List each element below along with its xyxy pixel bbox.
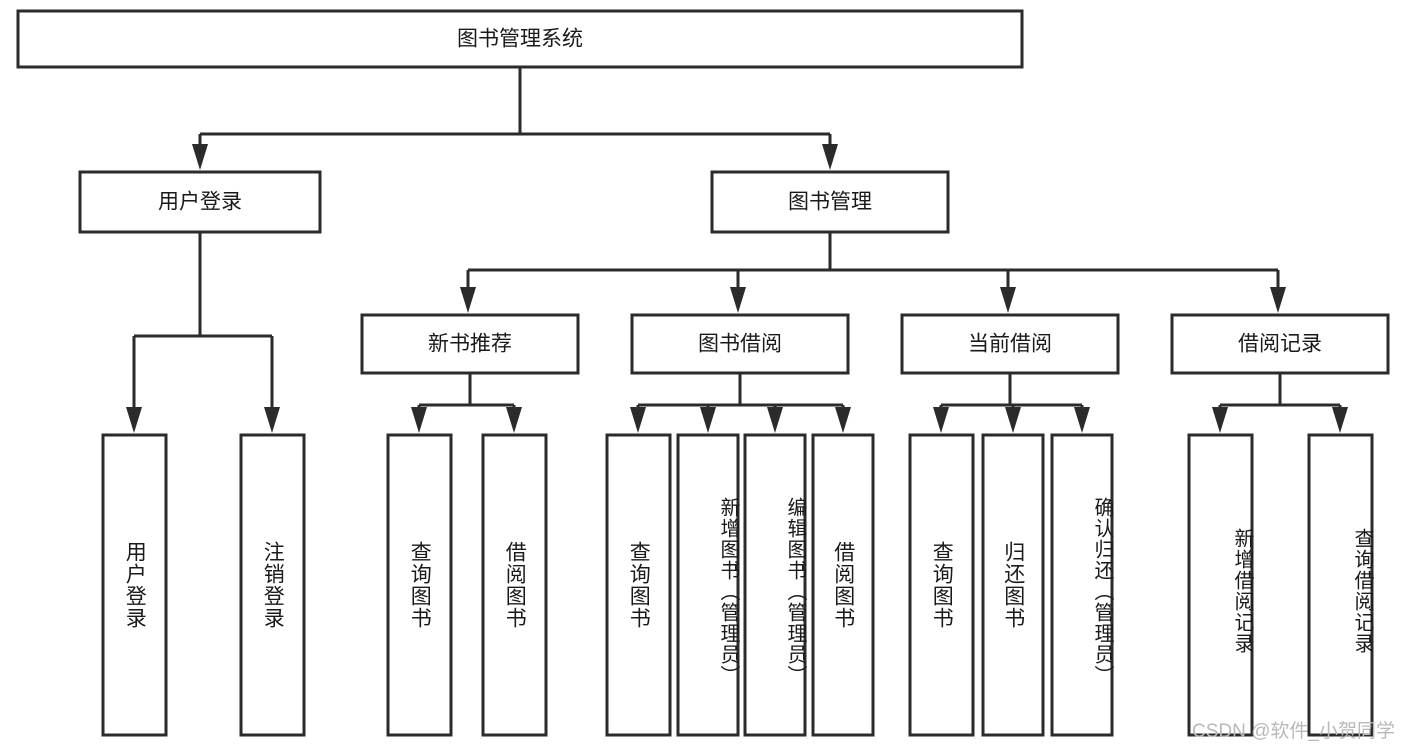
arrow-head-icon <box>126 407 142 433</box>
node-box-borrow-record[interactable] <box>1170 313 1390 375</box>
node-box-leaf-query-book-1[interactable] <box>386 433 453 737</box>
arrow-head-icon <box>700 407 716 433</box>
arrow-head-icon <box>1212 407 1228 433</box>
arrow-head-icon <box>630 407 646 433</box>
node-box-leaf-query-book-2[interactable] <box>605 433 672 737</box>
arrow-head-icon <box>411 407 427 433</box>
node-label-current-borrow: 当前借阅 <box>968 333 1052 356</box>
node-box-leaf-add-book[interactable] <box>676 433 740 737</box>
arrow-head-icon <box>192 144 208 170</box>
node-label-book-manage: 图书管理 <box>788 191 872 214</box>
node-box-leaf-return-book[interactable] <box>981 433 1045 737</box>
node-box-leaf-confirm-return[interactable] <box>1050 433 1114 737</box>
node-box-leaf-add-record[interactable] <box>1187 433 1254 737</box>
node-box-new-book-rec[interactable] <box>360 313 580 375</box>
node-box-user-login[interactable] <box>78 170 322 234</box>
node-box-root[interactable] <box>16 9 1024 69</box>
node-box-current-borrow[interactable] <box>900 313 1120 375</box>
node-box-leaf-query-record[interactable] <box>1307 433 1374 737</box>
node-label-new-book-rec: 新书推荐 <box>428 333 512 356</box>
arrow-head-icon <box>767 407 783 433</box>
node-box-leaf-user-login[interactable] <box>101 433 168 737</box>
node-label-root: 图书管理系统 <box>457 28 583 51</box>
node-box-layer <box>16 9 1390 737</box>
node-box-leaf-query-book-3[interactable] <box>908 433 975 737</box>
arrow-head-icon <box>835 407 851 433</box>
arrow-head-icon <box>1074 407 1090 433</box>
arrow-head-icon <box>1332 407 1348 433</box>
arrow-head-icon <box>730 287 746 313</box>
arrow-head-icon <box>1000 287 1016 313</box>
node-label-borrow-record: 借阅记录 <box>1238 333 1322 356</box>
arrow-head-icon <box>460 287 476 313</box>
arrow-head-icon <box>506 407 522 433</box>
node-box-book-manage[interactable] <box>710 170 950 234</box>
node-label-book-borrow: 图书借阅 <box>698 333 782 356</box>
node-box-leaf-user-logout[interactable] <box>239 433 306 737</box>
watermark: CSDN @软件_小贺同学 <box>1192 721 1395 742</box>
arrow-head-icon <box>1270 287 1286 313</box>
node-box-book-borrow[interactable] <box>630 313 850 375</box>
node-label-user-login: 用户登录 <box>158 191 242 214</box>
node-box-leaf-borrow-book-1[interactable] <box>481 433 548 737</box>
connector-layer <box>126 67 1348 433</box>
node-box-leaf-borrow-book-2[interactable] <box>811 433 875 737</box>
node-box-leaf-edit-book[interactable] <box>743 433 807 737</box>
arrow-head-icon <box>1005 407 1021 433</box>
arrow-head-icon <box>822 144 838 170</box>
arrow-head-icon <box>264 407 280 433</box>
arrow-head-icon <box>933 407 949 433</box>
